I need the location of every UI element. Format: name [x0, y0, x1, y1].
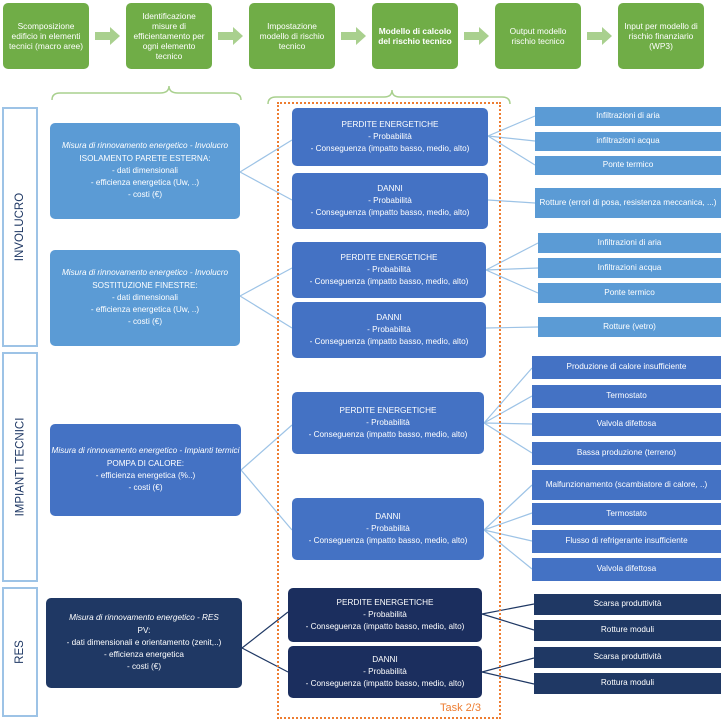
risk-line: - Probabilità — [367, 264, 411, 274]
measure-item: - costi (€) — [126, 662, 162, 672]
risk-line: - Conseguenza (impatto basso, medio, alt… — [310, 208, 470, 218]
output-item: Bassa produzione (terreno) — [532, 442, 721, 465]
output-item: Rotture (errori di posa, resistenza mecc… — [535, 188, 721, 218]
output-item: Malfunzionamento (scambiatore di calore,… — [532, 470, 721, 500]
measure-pompa-di-calore: Misura di rinnovamento energetico - Impi… — [50, 424, 241, 516]
output-item: Scarsa produttività — [534, 647, 721, 668]
measure-item: - dati dimensionali — [112, 292, 178, 302]
risk-line: - Probabilità — [367, 324, 411, 334]
measure-item: - dati dimensionali e orientamento (zeni… — [66, 637, 222, 647]
measure-sostituzione-finestre: Misura di rinnovamento energetico - Invo… — [50, 250, 240, 346]
measure-item: - efficienza energetica (%..) — [95, 471, 196, 480]
output-item: infiltrazioni acqua — [535, 132, 721, 151]
measure-item: - efficienza energetica — [104, 650, 184, 660]
measure-title: Misura di rinnovamento energetico - Impi… — [51, 446, 240, 456]
risk-line: - Probabilità — [363, 609, 407, 619]
risk-title: PERDITE ENERGETICHE — [339, 405, 437, 415]
risk-line: - Probabilità — [368, 195, 412, 205]
pipeline-step-4: Modello di calcolo del rischio tecnico — [372, 3, 458, 69]
output-item: Termostato — [532, 503, 721, 525]
measure-name: POMPA DI CALORE: — [106, 458, 185, 468]
risk-line: - Conseguenza (impatto basso, medio, alt… — [308, 430, 468, 440]
output-item: Ponte termico — [538, 283, 721, 303]
measure-item: - costi (€) — [127, 317, 163, 327]
section-involucro — [2, 107, 38, 347]
output-item: Rottura moduli — [534, 673, 721, 694]
risk-line: - Conseguenza (impatto basso, medio, alt… — [308, 536, 468, 546]
measure-isolamento-parete: Misura di rinnovamento energetico - Invo… — [50, 123, 240, 219]
measure-item: - costi (€) — [127, 190, 163, 200]
pipeline-arrow — [587, 27, 613, 45]
output-item: Infiltrazioni di aria — [535, 107, 721, 126]
risk-title: DANNI — [377, 183, 403, 193]
output-item: Rotture (vetro) — [538, 317, 721, 337]
task-label: Task 2/3 — [440, 702, 481, 714]
risk-line: - Probabilità — [368, 131, 412, 141]
pipeline-arrow — [218, 27, 244, 45]
risk-box-perdite: PERDITE ENERGETICHE - Probabilità - Cons… — [288, 588, 482, 642]
output-item: Produzione di calore insufficiente — [532, 356, 721, 379]
risk-line: - Probabilità — [366, 417, 410, 427]
measure-name: SOSTITUZIONE FINESTRE: — [92, 280, 198, 290]
risk-box-danni: DANNI - Probabilità - Conseguenza (impat… — [292, 173, 488, 229]
section-res — [2, 587, 38, 717]
risk-box-danni: DANNI - Probabilità - Conseguenza (impat… — [288, 646, 482, 698]
risk-title: PERDITE ENERGETICHE — [340, 252, 438, 262]
risk-line: - Probabilità — [366, 523, 410, 533]
risk-title: DANNI — [372, 654, 398, 664]
risk-title: DANNI — [376, 312, 402, 322]
pipeline-arrow — [341, 27, 367, 45]
risk-line: - Probabilità — [363, 666, 407, 676]
output-item: Flusso di refrigerante insufficiente — [532, 530, 721, 553]
measure-title: Misura di rinnovamento energetico - RES — [69, 613, 219, 623]
risk-line: - Conseguenza (impatto basso, medio, alt… — [305, 622, 465, 632]
risk-line: - Conseguenza (impatto basso, medio, alt… — [309, 337, 469, 347]
output-item: Scarsa produttività — [534, 594, 721, 615]
risk-box-danni: DANNI - Probabilità - Conseguenza (impat… — [292, 498, 484, 560]
task-frame — [277, 102, 501, 719]
pipeline-step-5: Output modello rischio tecnico — [495, 3, 581, 69]
output-item: Infiltrazioni acqua — [538, 258, 721, 278]
risk-line: - Conseguenza (impatto basso, medio, alt… — [309, 277, 469, 287]
measure-title: Misura di rinnovamento energetico - Invo… — [61, 268, 229, 278]
risk-box-perdite: PERDITE ENERGETICHE - Probabilità - Cons… — [292, 108, 488, 166]
measure-name: ISOLAMENTO PARETE ESTERNA: — [79, 153, 211, 163]
output-item: Rotture moduli — [534, 620, 721, 641]
pipeline-step-6: Input per modello di rischio finanziario… — [618, 3, 704, 69]
pipeline-step-2: Identificazione misure di efficientament… — [126, 3, 212, 69]
risk-box-danni: DANNI - Probabilità - Conseguenza (impat… — [292, 302, 486, 358]
risk-line: - Conseguenza (impatto basso, medio, alt… — [310, 144, 470, 154]
pipeline-arrow — [464, 27, 490, 45]
pipeline-step-3: Impostazione modello di rischio tecnico — [249, 3, 335, 69]
measure-item: - costi (€) — [128, 483, 163, 493]
measure-item: - efficienza energetica (Uw, ..) — [90, 305, 200, 315]
risk-title: PERDITE ENERGETICHE — [341, 119, 439, 129]
section-impianti — [2, 352, 38, 582]
measure-name: PV: — [137, 625, 151, 635]
risk-line: - Conseguenza (impatto basso, medio, alt… — [305, 679, 465, 689]
measure-pv: Misura di rinnovamento energetico - RES … — [46, 598, 242, 688]
output-item: Valvola difettosa — [532, 558, 721, 581]
measure-item: - dati dimensionali — [112, 165, 178, 175]
measure-title: Misura di rinnovamento energetico - Invo… — [61, 141, 229, 151]
output-item: Infiltrazioni di aria — [538, 233, 721, 253]
output-item: Ponte termico — [535, 156, 721, 175]
output-item: Termostato — [532, 385, 721, 408]
pipeline-step-1: Scomposizione edificio in elementi tecni… — [3, 3, 89, 69]
pipeline-arrow — [95, 27, 121, 45]
measure-item: - efficienza energetica (Uw, ..) — [90, 178, 200, 188]
output-item: Valvola difettosa — [532, 413, 721, 436]
risk-box-perdite: PERDITE ENERGETICHE - Probabilità - Cons… — [292, 392, 484, 454]
risk-box-perdite: PERDITE ENERGETICHE - Probabilità - Cons… — [292, 242, 486, 298]
risk-title: DANNI — [375, 511, 401, 521]
risk-title: PERDITE ENERGETICHE — [336, 597, 434, 607]
